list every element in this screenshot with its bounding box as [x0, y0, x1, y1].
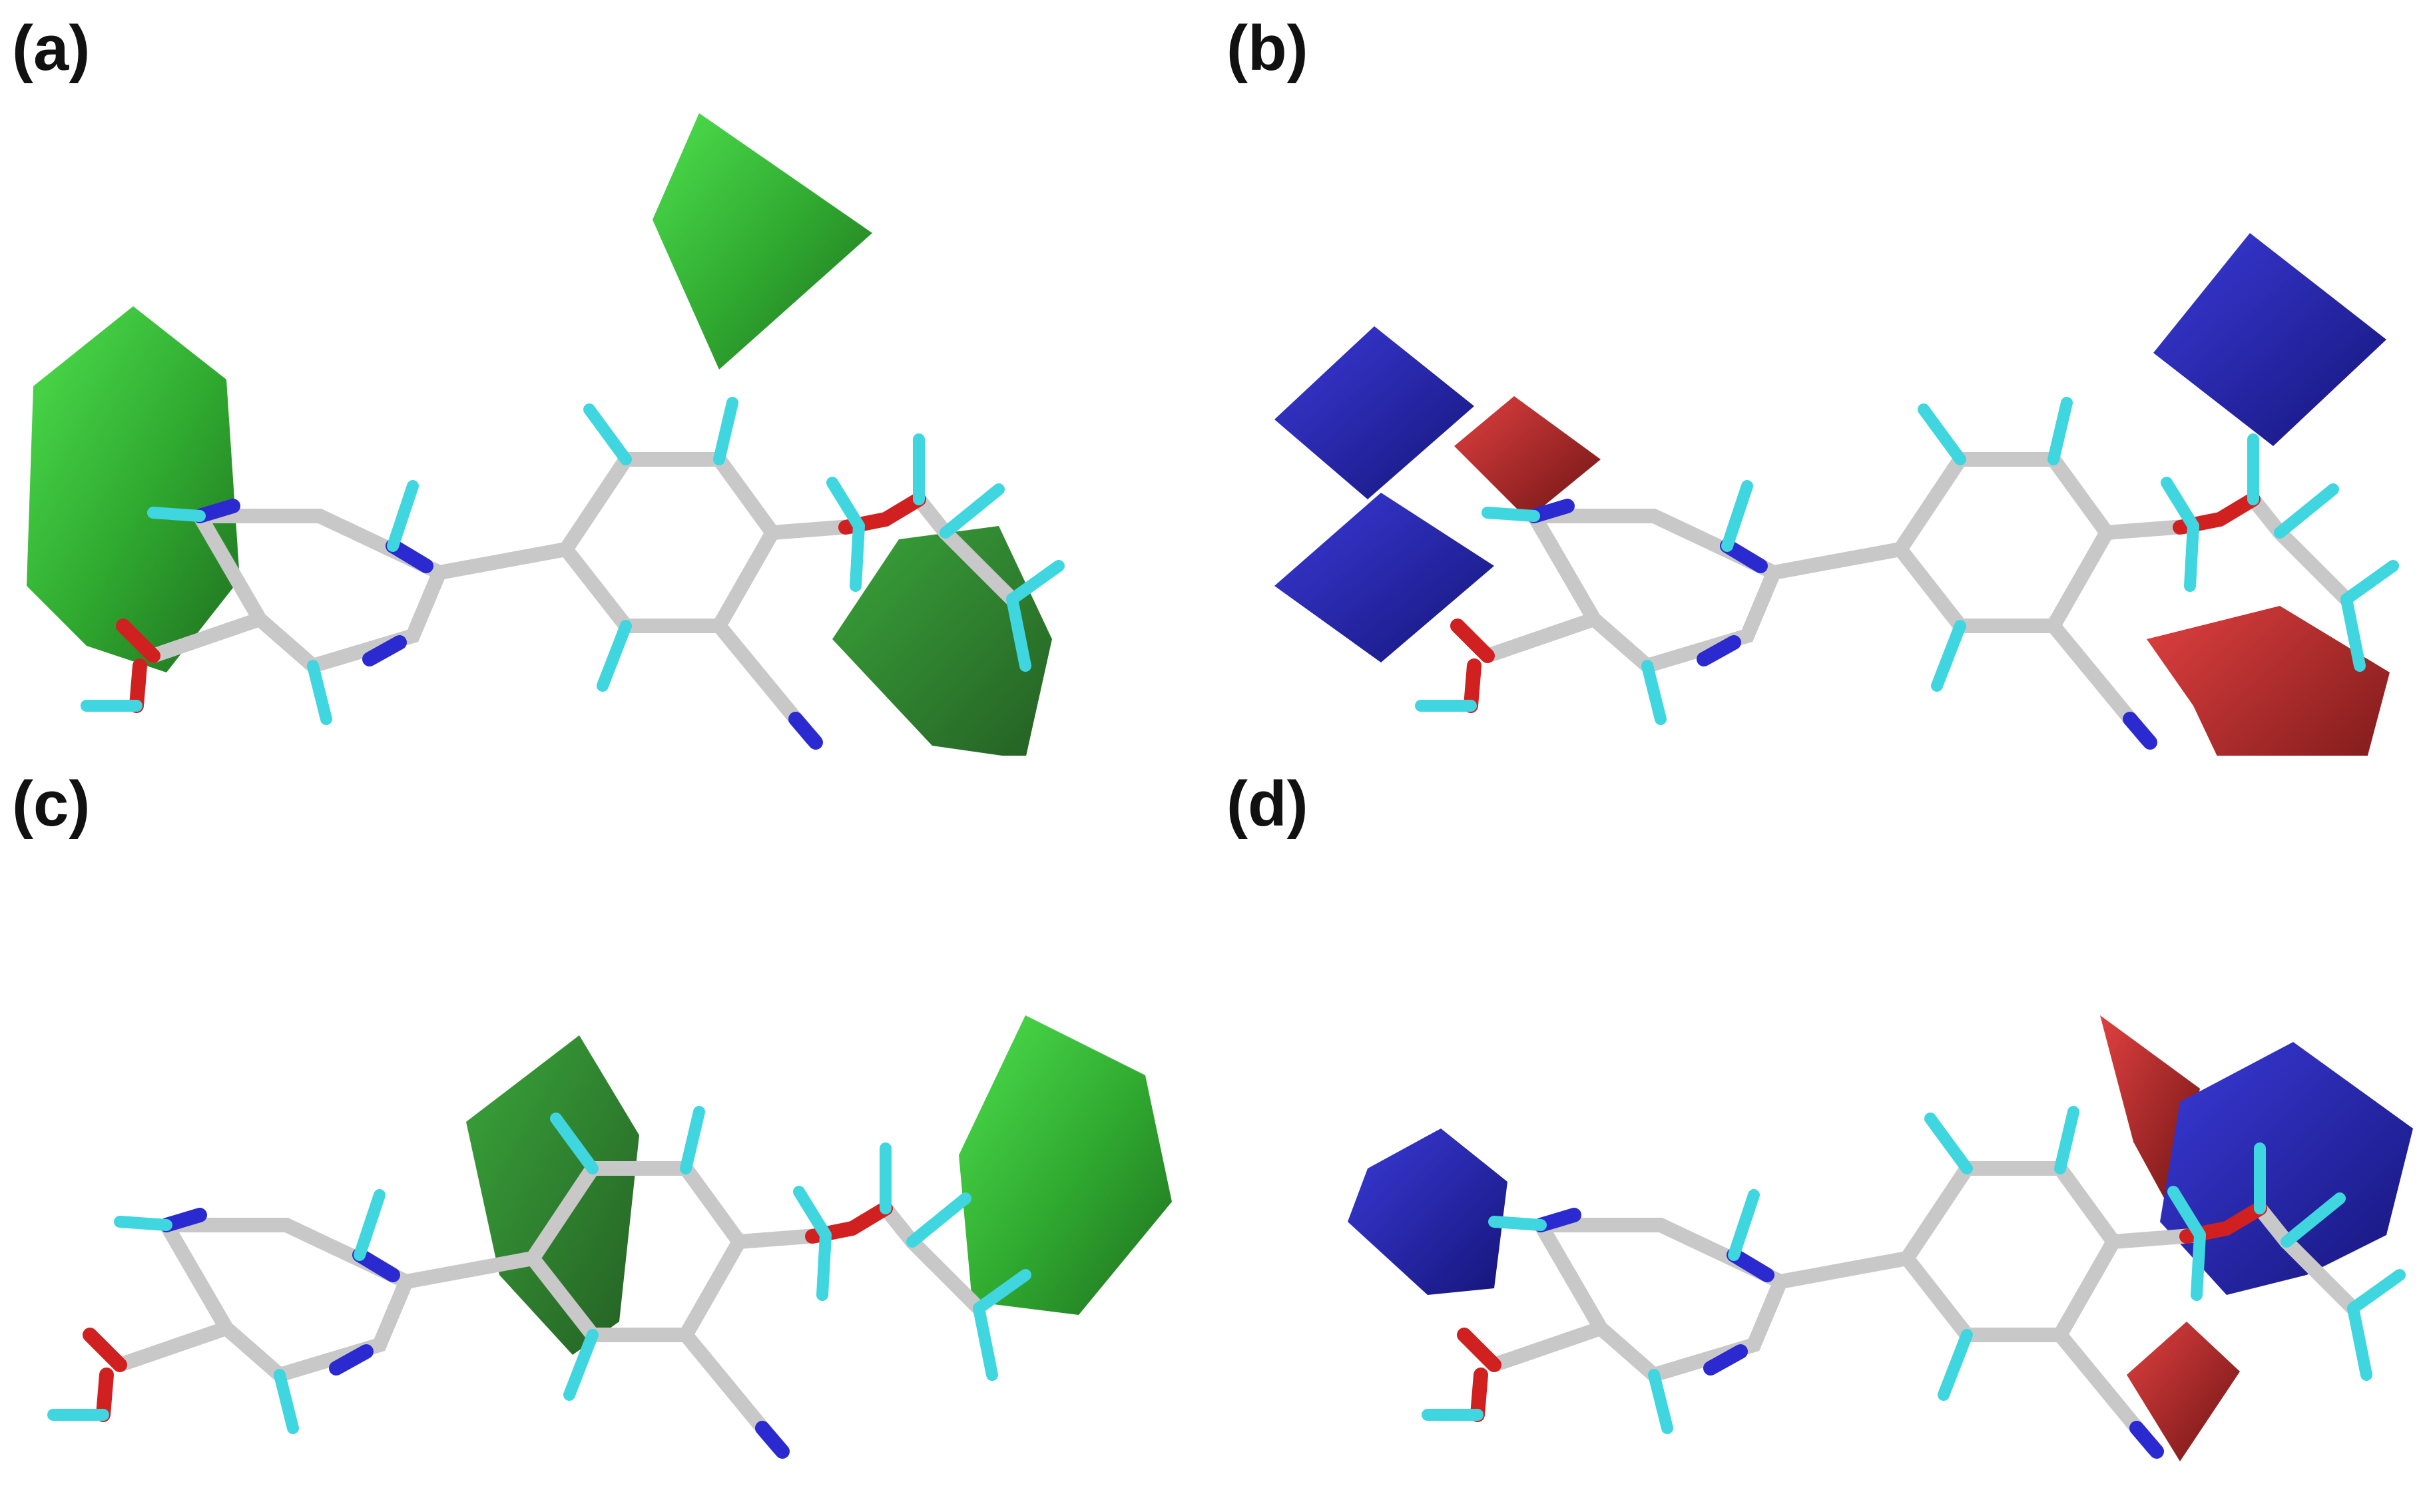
steric-contour-center [466, 1035, 639, 1355]
panel-d: (d) [1214, 756, 2429, 1511]
negative-contour-right [2147, 606, 2390, 756]
panel-label-d: (d) [1226, 768, 1308, 840]
positive-contour-lower-left [1274, 493, 1494, 662]
panel-d-figure [1348, 1015, 2413, 1461]
negative-contour-bottom [2127, 1322, 2240, 1461]
positive-contour-left [1348, 1129, 1507, 1295]
panel-c-figure [0, 1015, 1172, 1511]
positive-contour-upper-left [1274, 326, 1474, 499]
panel-b-figure [1274, 233, 2429, 756]
panel-c: (c) [0, 756, 1214, 1511]
panel-b: (b) [1214, 0, 2429, 756]
steric-contour-top [653, 113, 872, 370]
steric-contour-left [27, 306, 240, 672]
panel-label-b: (b) [1226, 13, 1308, 84]
panel-a-figure [27, 113, 1214, 756]
negative-contour-left [1454, 396, 1601, 519]
steric-contour-right [959, 1015, 1172, 1315]
panel-label-a: (a) [12, 13, 91, 84]
positive-contour-upper-right [2153, 233, 2386, 446]
panel-a: (a) [0, 0, 1214, 756]
panel-label-c: (c) [12, 768, 91, 840]
